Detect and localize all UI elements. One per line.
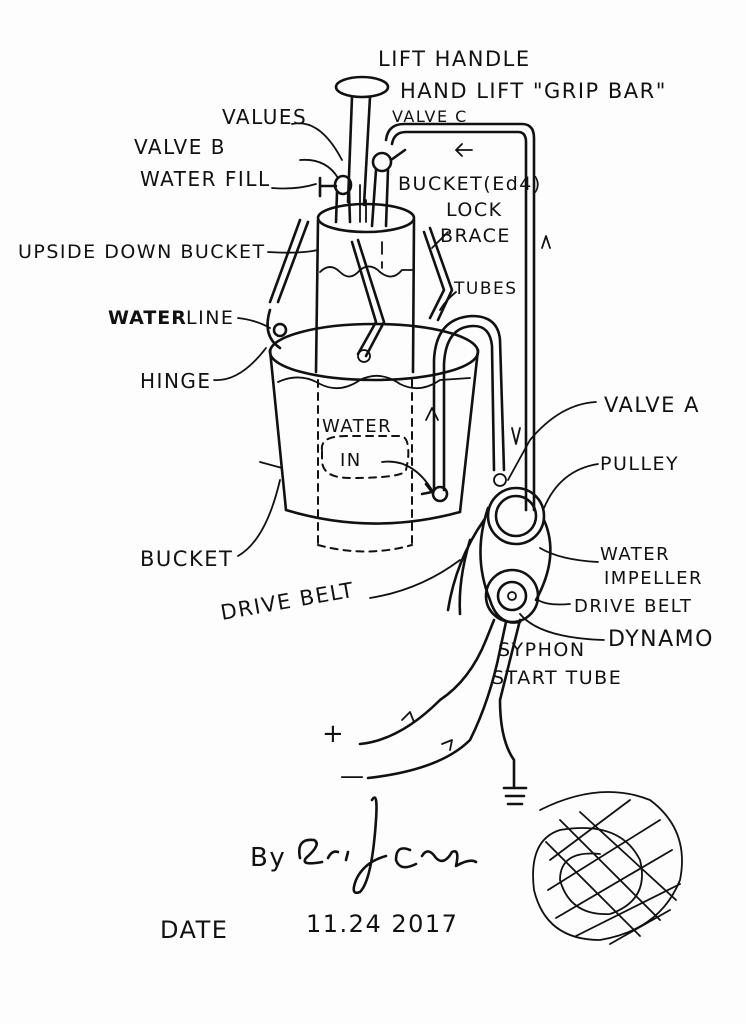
label-lock: LOCK	[446, 199, 503, 221]
ground-symbol-icon	[502, 786, 528, 806]
label-valve-a: VALVE A	[604, 393, 700, 417]
label-values: VALUES	[222, 105, 307, 129]
label-drive-belt-right: DRIVE BELT	[574, 596, 692, 617]
valve-b	[318, 174, 353, 224]
return-tube	[384, 122, 536, 512]
label-brace: BRACE	[440, 225, 511, 247]
label-upside-down-bucket: UPSIDE DOWN BUCKET	[18, 241, 266, 263]
outer-bucket	[268, 322, 480, 553]
label-dynamo: DYNAMO	[608, 627, 714, 652]
label-water-line-rest: LINE	[186, 307, 234, 329]
label-water: WATER	[322, 416, 392, 437]
signature	[298, 796, 478, 895]
label-water-impeller-2: IMPELLER	[604, 568, 703, 589]
pulley-assembly	[479, 473, 552, 624]
label-water-impeller-1: WATER	[600, 544, 670, 565]
water-in-zone	[320, 435, 449, 503]
date-value: 11.24 2017	[306, 910, 458, 938]
hinge	[266, 308, 288, 350]
drive-belt	[446, 518, 486, 616]
wiring	[358, 618, 522, 788]
label-syphon: SYPHON	[498, 639, 586, 661]
label-start-tube: START TUBE	[492, 667, 622, 689]
label-hand-lift-grip-bar: HAND LIFT "GRIP BAR"	[400, 79, 667, 103]
label-hinge: HINGE	[140, 369, 212, 393]
label-plus: +	[322, 719, 345, 749]
date-label: DATE	[160, 916, 228, 944]
label-water-line-bold: WATER	[108, 307, 187, 329]
label-water-fill: WATER FILL	[140, 167, 271, 191]
label-tubes: TUBES	[453, 279, 518, 299]
lift-handle	[334, 75, 390, 207]
leader-lines	[213, 122, 605, 641]
label-lift-handle: LIFT HANDLE	[378, 47, 531, 71]
signature-by: By	[250, 843, 286, 873]
scribble-mark-icon	[532, 791, 683, 945]
label-pulley: PULLEY	[600, 453, 679, 475]
label-bucket-ed4: BUCKET(Ed4)	[398, 173, 542, 195]
tubes	[425, 143, 551, 492]
label-in: IN	[340, 450, 362, 471]
label-valve-b: VALVE B	[134, 135, 226, 159]
upside-down-bucket	[314, 202, 416, 374]
label-minus: —	[340, 762, 366, 790]
label-drive-belt-left: DRIVE BELT	[219, 578, 357, 625]
valve-c	[370, 148, 407, 228]
label-valve-c: VALVE C	[392, 107, 468, 126]
label-bucket: BUCKET	[140, 547, 233, 571]
lock-brace	[268, 218, 454, 363]
